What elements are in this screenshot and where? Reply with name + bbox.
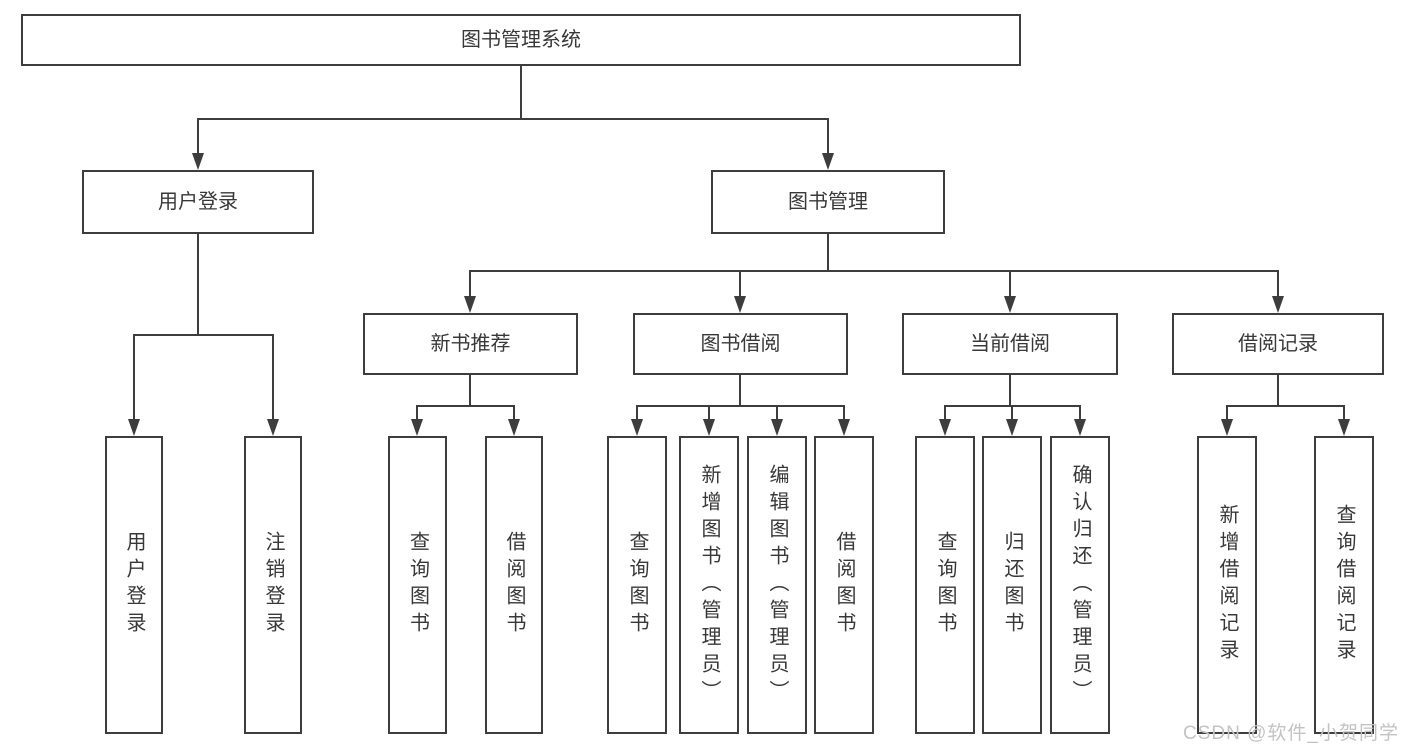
leaf-edit-book-admin: 编辑图书（管理员） [747, 436, 807, 734]
node-user-login-branch: 用户登录 [82, 170, 314, 234]
node-book-management-branch: 图书管理 [711, 170, 945, 234]
node-label: 新书推荐 [430, 333, 511, 355]
leaf-query-book-borrow: 查询图书 [607, 436, 667, 734]
node-borrow-record: 借阅记录 [1172, 313, 1384, 375]
node-label: 当前借阅 [970, 333, 1050, 355]
leaf-user-login: 用户登录 [105, 436, 163, 734]
leaf-query-borrow-record: 查询借阅记录 [1314, 436, 1374, 734]
leaf-borrow-book-recommend: 借阅图书 [485, 436, 543, 734]
leaf-add-borrow-record: 新增借阅记录 [1197, 436, 1257, 734]
leaf-logout: 注销登录 [244, 436, 302, 734]
node-current-borrow: 当前借阅 [902, 313, 1118, 375]
node-label: 图书管理系统 [461, 29, 581, 51]
node-label: 图书管理 [788, 191, 868, 213]
node-library-system: 图书管理系统 [21, 14, 1021, 66]
node-label: 借阅记录 [1238, 333, 1318, 355]
node-label: 图书借阅 [700, 333, 781, 355]
watermark: CSDN @软件_小贺同学 [1183, 723, 1399, 744]
leaf-borrow-book: 借阅图书 [814, 436, 874, 734]
leaf-query-book-current: 查询图书 [915, 436, 975, 734]
leaf-query-book-recommend: 查询图书 [388, 436, 447, 734]
leaf-return-book: 归还图书 [982, 436, 1042, 734]
node-book-borrow: 图书借阅 [633, 313, 848, 375]
leaf-confirm-return-admin: 确认归还（管理员） [1050, 436, 1110, 734]
node-new-book-recommend: 新书推荐 [363, 313, 578, 375]
node-label: 用户登录 [158, 191, 238, 213]
leaf-add-book-admin: 新增图书（管理员） [679, 436, 739, 734]
